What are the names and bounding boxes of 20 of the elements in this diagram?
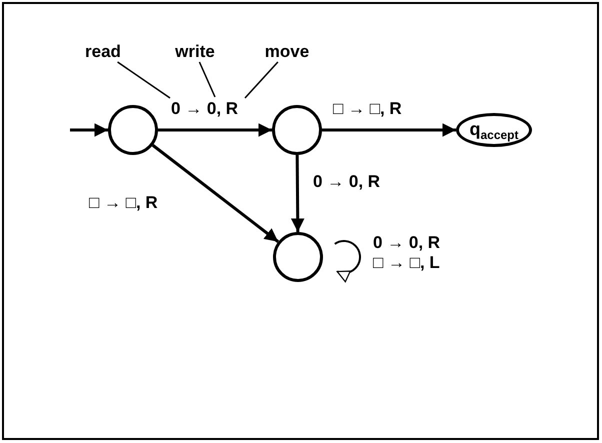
edge-label: 0 → 0, R [312,172,382,192]
state-circle [272,105,322,155]
state-circle [108,105,158,155]
leader-line [117,61,170,99]
arrow [70,123,108,137]
annotation-text: move [262,42,312,62]
arrow [158,123,272,137]
leader-line [198,62,216,98]
annotation-text: read [81,42,125,62]
state-label: q$_{accept}$ [469,118,519,142]
self-loop-arrow [334,240,361,282]
state-circle [273,232,323,282]
edge-label: 0 → 0, R [170,99,240,119]
arrow [152,144,280,243]
arrow [290,154,304,232]
arrow [322,123,456,137]
edge-label: □ → □, R [88,193,159,213]
annotation-text: write [170,42,220,62]
leader-line [244,62,278,98]
edge-label: □ → □, R [332,99,403,119]
